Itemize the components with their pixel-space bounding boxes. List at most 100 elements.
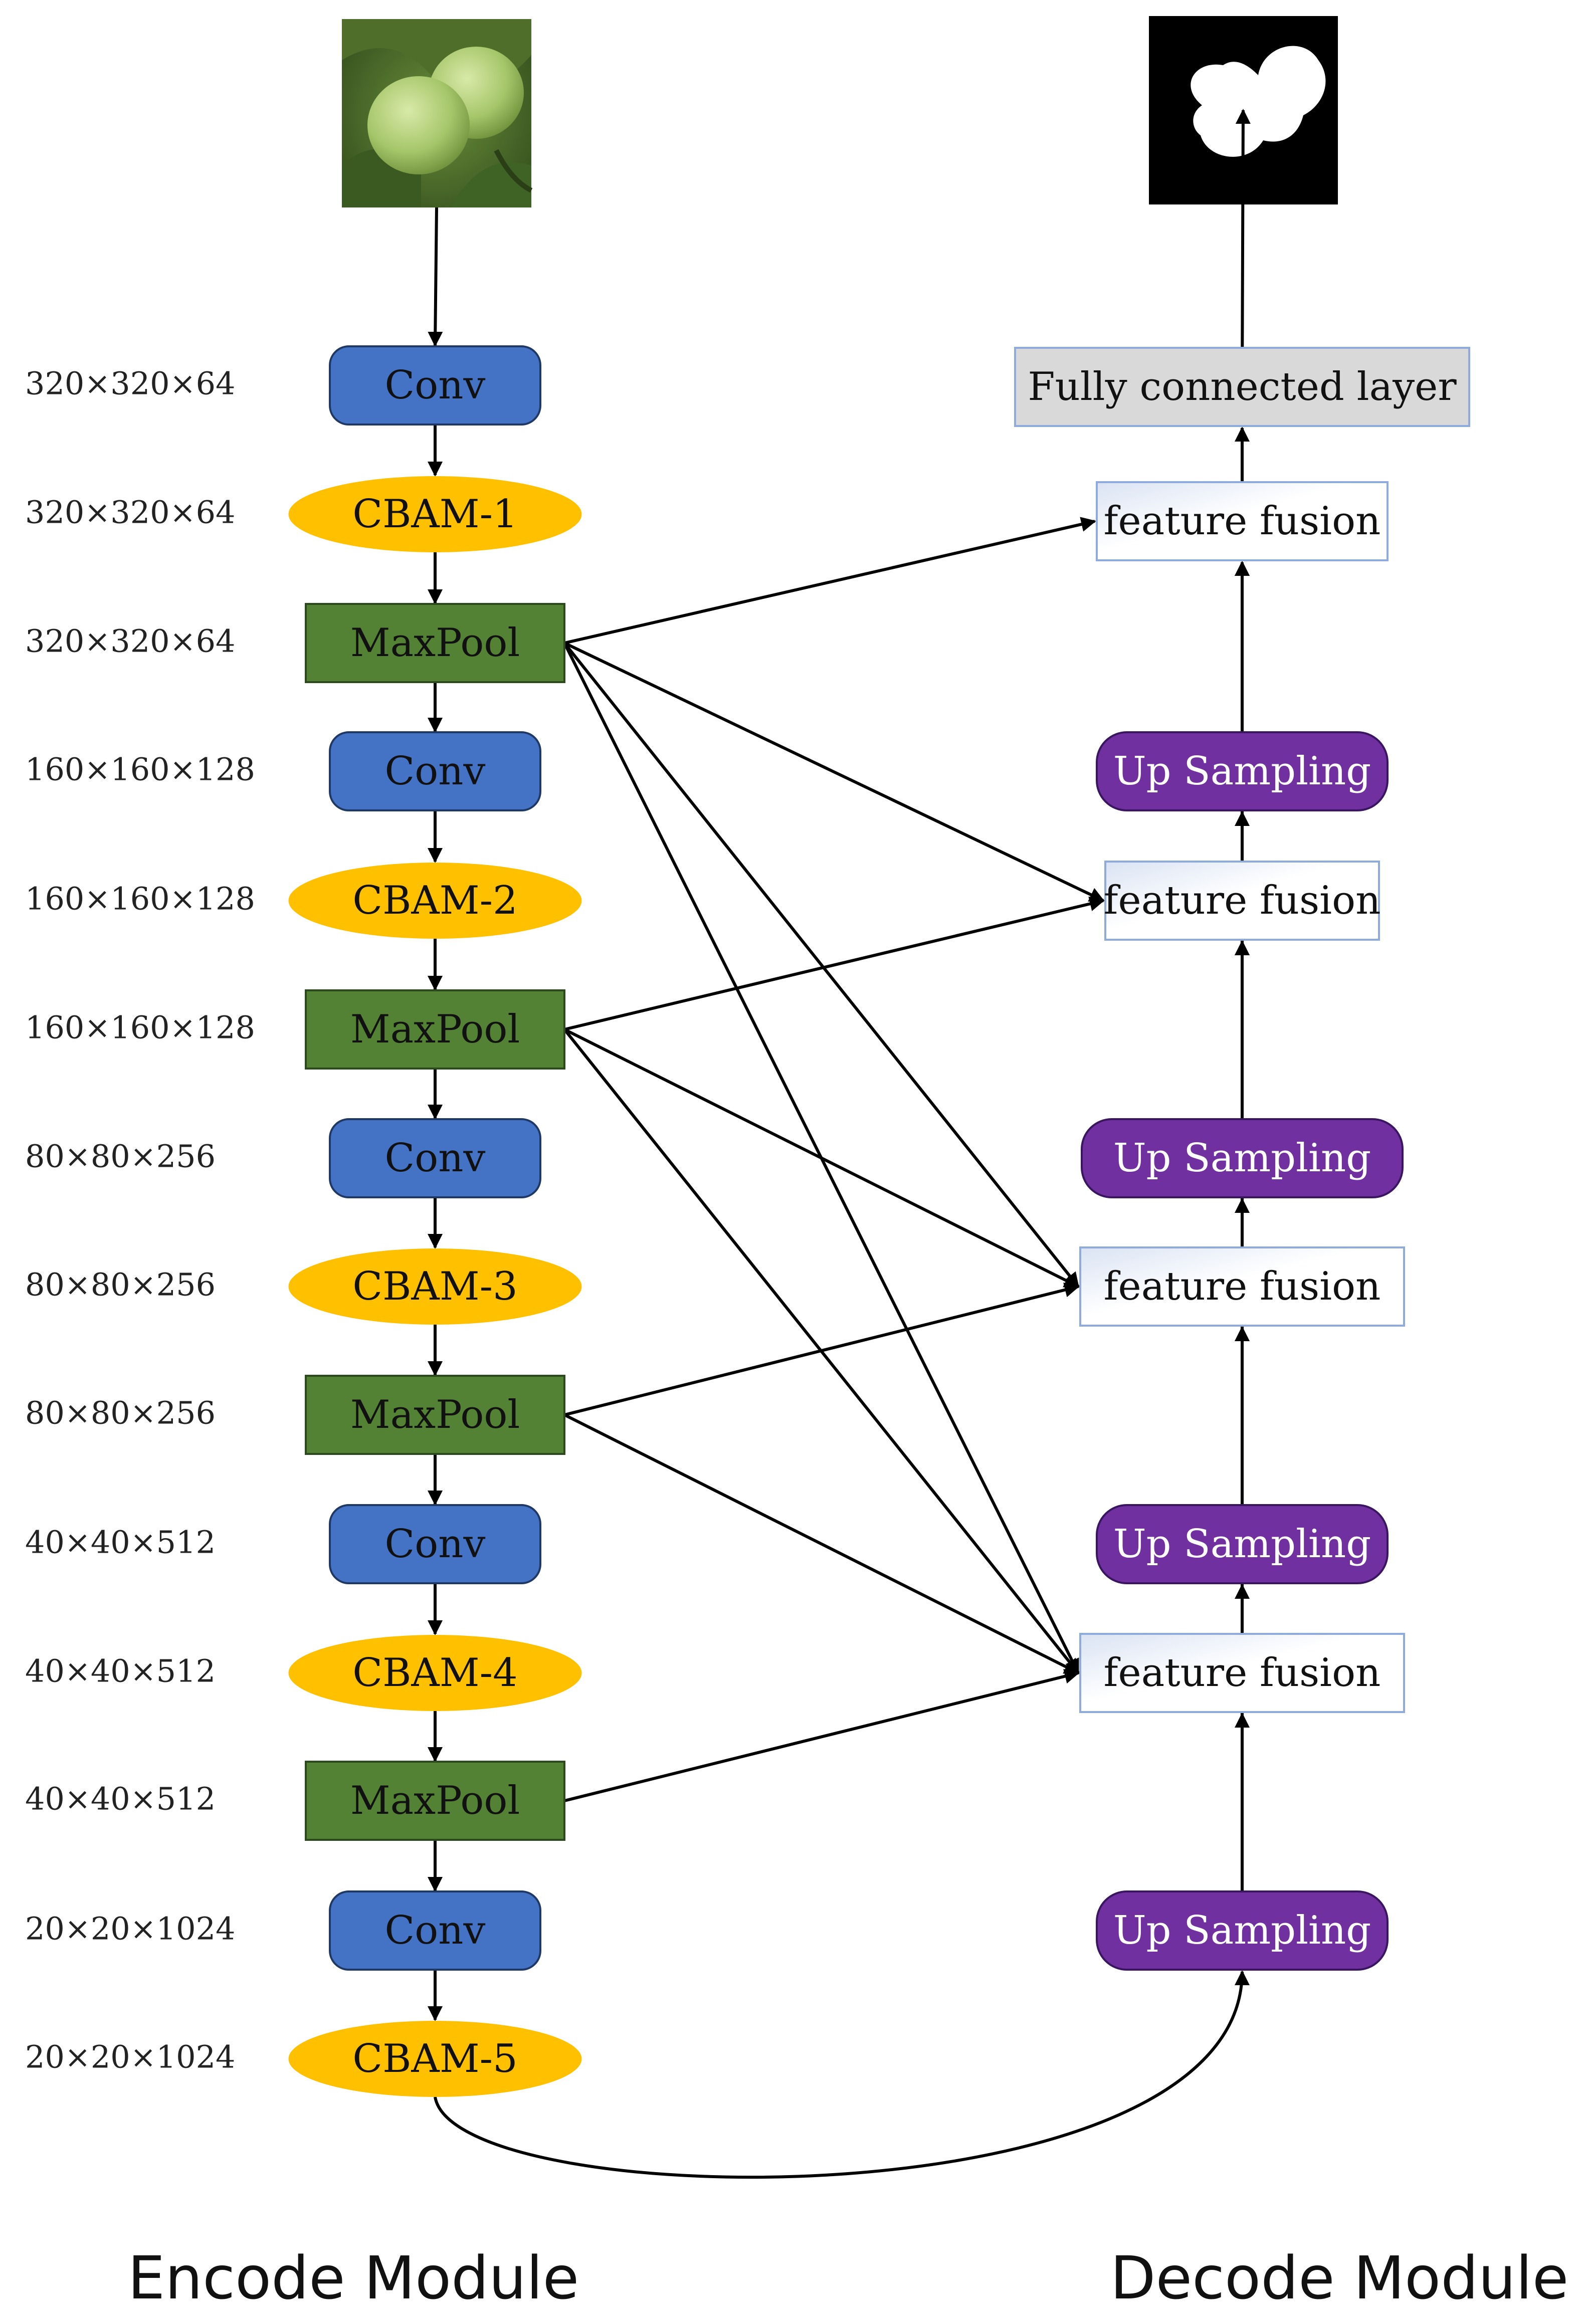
decoder-upsampling-5-node: Up Sampling <box>1081 1118 1404 1198</box>
decoder-upsampling-9-node: Up Sampling <box>1096 1890 1389 1971</box>
decoder-upsampling-3-node: Up Sampling <box>1096 731 1389 811</box>
encoder-cbam-11-node: CBAM-4 <box>288 1635 582 1711</box>
edge-cbam5-to-up4 <box>434 1970 1250 2179</box>
decoder-upsampling-7-shape <box>1096 1504 1389 1584</box>
edges-layer <box>428 109 1251 2179</box>
decoder-upsampling-7-node: Up Sampling <box>1096 1504 1389 1584</box>
edge-pool1-to-ff2 <box>563 642 1105 902</box>
decoder-fusion-2-node: feature fusion <box>1096 481 1389 561</box>
decoder-fusion-2-label: feature fusion <box>1104 499 1381 544</box>
dimension-label: 20×20×1024 <box>25 1911 235 1947</box>
encoder-cbam-5-label: CBAM-2 <box>352 878 517 923</box>
encoder-maxpool-3-label: MaxPool <box>350 620 520 666</box>
encoder-maxpool-3-node: MaxPool <box>305 603 565 683</box>
output-mask-shape <box>1191 46 1326 157</box>
encoder-maxpool-12-node: MaxPool <box>305 1761 565 1841</box>
decoder-upsampling-3-shape <box>1096 731 1389 811</box>
encoder-conv-7-label: Conv <box>385 1136 486 1181</box>
nodes-layer: ConvCBAM-1MaxPoolConvCBAM-2MaxPoolConvCB… <box>288 345 1470 2097</box>
edge-fc-to-output <box>1235 109 1251 387</box>
decoder-fusion-8-node: feature fusion <box>1079 1633 1405 1713</box>
encoder-maxpool-3-shape <box>305 603 565 683</box>
encoder-cbam-2-label: CBAM-1 <box>352 492 517 537</box>
encoder-conv-13-label: Conv <box>385 1908 486 1953</box>
encoder-cbam-11-label: CBAM-4 <box>352 1650 517 1696</box>
input-image-walnut <box>367 76 470 174</box>
encoder-conv-1-node: Conv <box>329 345 541 426</box>
decoder-upsampling-9-label: Up Sampling <box>1113 1908 1371 1953</box>
edge-pool1-to-ff3 <box>563 642 1080 1288</box>
encoder-cbam-11-shape <box>288 1635 582 1711</box>
encoder-conv-13-shape <box>329 1890 541 1971</box>
encoder-cbam-8-node: CBAM-3 <box>288 1248 582 1325</box>
dimension-label: 80×80×256 <box>25 1138 216 1175</box>
encode-module-label: Encode Module <box>128 2243 579 2312</box>
encoder-conv-4-node: Conv <box>329 731 541 811</box>
encoder-conv-10-shape <box>329 1504 541 1584</box>
edge-pool2-to-ff2 <box>564 896 1105 1031</box>
encoder-cbam-2-shape <box>288 476 582 552</box>
edge-pool1-to-ff1 <box>564 517 1096 645</box>
dimension-label: 40×40×512 <box>25 1653 216 1689</box>
dimension-label: 80×80×256 <box>25 1266 216 1303</box>
decoder-fusion-6-label: feature fusion <box>1104 1264 1381 1309</box>
encoder-maxpool-9-label: MaxPool <box>350 1392 520 1437</box>
dimension-label: 40×40×512 <box>25 1781 216 1817</box>
input-image-stem <box>494 149 533 193</box>
encoder-conv-7-node: Conv <box>329 1118 541 1198</box>
dimension-label: 320×320×64 <box>25 365 235 402</box>
encoder-cbam-5-node: CBAM-2 <box>288 863 582 939</box>
dimension-label: 160×160×128 <box>25 881 255 917</box>
dimension-label: 160×160×128 <box>25 1009 255 1046</box>
encoder-maxpool-6-shape <box>305 989 565 1070</box>
dimension-label: 320×320×64 <box>25 623 235 660</box>
edge-pool3-to-ff3 <box>564 1282 1080 1416</box>
decoder-upsampling-5-shape <box>1081 1118 1404 1198</box>
edge-pool2-to-ff3 <box>563 1028 1080 1288</box>
decoder-fusion-4-label: feature fusion <box>1104 878 1381 923</box>
decoder-fc-1-node: Fully connected layer <box>1014 347 1470 427</box>
dimension-label: 80×80×256 <box>25 1395 216 1431</box>
decoder-fusion-8-shape <box>1079 1633 1405 1713</box>
encoder-cbam-2-node: CBAM-1 <box>288 476 582 552</box>
encoder-conv-4-label: Conv <box>385 749 486 794</box>
decoder-fc-1-shape <box>1014 347 1470 427</box>
encoder-maxpool-9-shape <box>305 1375 565 1455</box>
dimension-label: 320×320×64 <box>25 494 235 531</box>
decoder-upsampling-7-label: Up Sampling <box>1113 1522 1371 1567</box>
encoder-maxpool-6-label: MaxPool <box>350 1007 520 1052</box>
encoder-maxpool-12-label: MaxPool <box>350 1778 520 1823</box>
decoder-fusion-6-node: feature fusion <box>1079 1246 1405 1327</box>
encoder-cbam-8-shape <box>288 1248 582 1325</box>
encoder-maxpool-9-node: MaxPool <box>305 1375 565 1455</box>
decoder-fusion-4-node: feature fusion <box>1104 861 1381 941</box>
decoder-fusion-4-shape <box>1104 861 1380 941</box>
encoder-conv-1-label: Conv <box>385 363 486 408</box>
decoder-fusion-8-label: feature fusion <box>1104 1650 1381 1696</box>
encoder-cbam-14-shape <box>288 2021 582 2097</box>
decoder-fusion-2-shape <box>1096 481 1389 561</box>
encoder-cbam-14-node: CBAM-5 <box>288 2021 582 2097</box>
decoder-fc-1-label: Fully connected layer <box>1028 364 1457 409</box>
edge-input-to-conv1 <box>428 207 443 347</box>
decoder-upsampling-9-shape <box>1096 1890 1389 1971</box>
encoder-conv-13-node: Conv <box>329 1890 541 1971</box>
decoder-upsampling-5-label: Up Sampling <box>1113 1136 1371 1181</box>
input-image <box>342 19 533 207</box>
edge-pool3-to-ff4 <box>563 1413 1080 1674</box>
encoder-cbam-5-shape <box>288 863 582 939</box>
decoder-upsampling-3-label: Up Sampling <box>1113 749 1371 794</box>
encoder-conv-10-label: Conv <box>385 1522 486 1567</box>
encoder-conv-1-shape <box>329 345 541 426</box>
decode-module-label: Decode Module <box>1110 2243 1569 2312</box>
dimension-label: 20×20×1024 <box>25 2039 235 2075</box>
dimension-labels: 320×320×64 320×320×64 320×320×64 160×160×12… <box>25 365 255 2075</box>
dimension-label: 40×40×512 <box>25 1524 216 1561</box>
encoder-cbam-8-label: CBAM-3 <box>352 1264 517 1309</box>
dimension-label: 160×160×128 <box>25 751 255 788</box>
encoder-conv-4-shape <box>329 731 541 811</box>
edge-pool4-to-ff4 <box>564 1668 1080 1802</box>
decoder-fusion-6-shape <box>1079 1246 1405 1327</box>
encoder-cbam-14-label: CBAM-5 <box>352 2036 517 2081</box>
